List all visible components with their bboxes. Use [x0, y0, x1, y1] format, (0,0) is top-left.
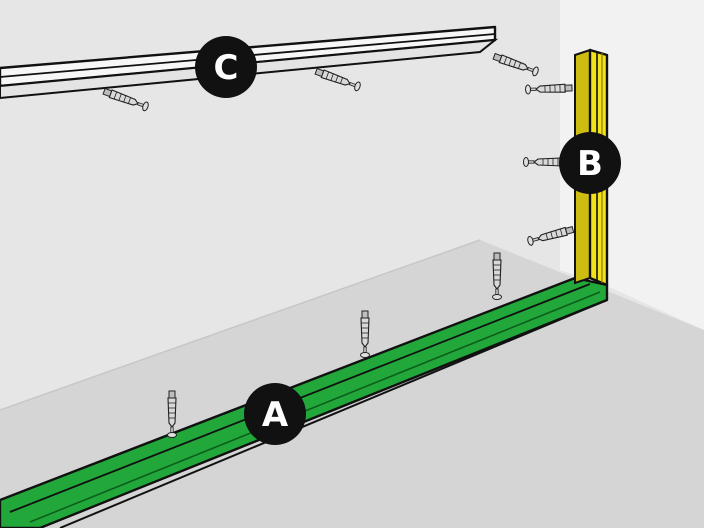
callout-ceiling-track: C: [195, 36, 257, 98]
callout-label-a: A: [262, 395, 289, 435]
callout-label-b: B: [577, 144, 603, 184]
callout-label-c: C: [214, 48, 239, 88]
callout-floor-track: A: [244, 383, 306, 445]
callout-stud: B: [559, 132, 621, 194]
